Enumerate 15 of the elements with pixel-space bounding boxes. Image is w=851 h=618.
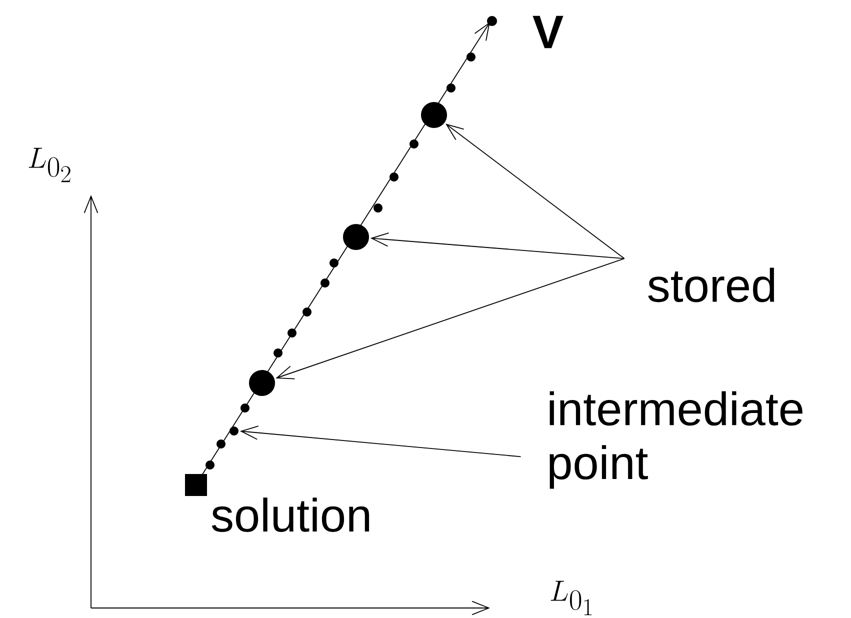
axis-label: $L_{0_1}$ — [550, 580, 592, 616]
solution-square — [185, 474, 207, 496]
axis-label: $\mathbf{V}$ — [532, 16, 564, 48]
node-text: stored — [648, 268, 774, 302]
leader-arrow — [276, 258, 625, 380]
axis-label: $L_{0_2}$ — [28, 148, 70, 182]
leader-arrow — [370, 232, 625, 260]
node-text: solution — [212, 498, 370, 532]
point-dot — [230, 426, 238, 436]
point-dot — [249, 370, 275, 396]
leader-arrow — [240, 426, 522, 458]
point-dot — [421, 102, 447, 128]
node-text: intermediate point — [550, 391, 802, 489]
leader-arrow — [446, 124, 625, 260]
point-dot — [343, 224, 369, 250]
